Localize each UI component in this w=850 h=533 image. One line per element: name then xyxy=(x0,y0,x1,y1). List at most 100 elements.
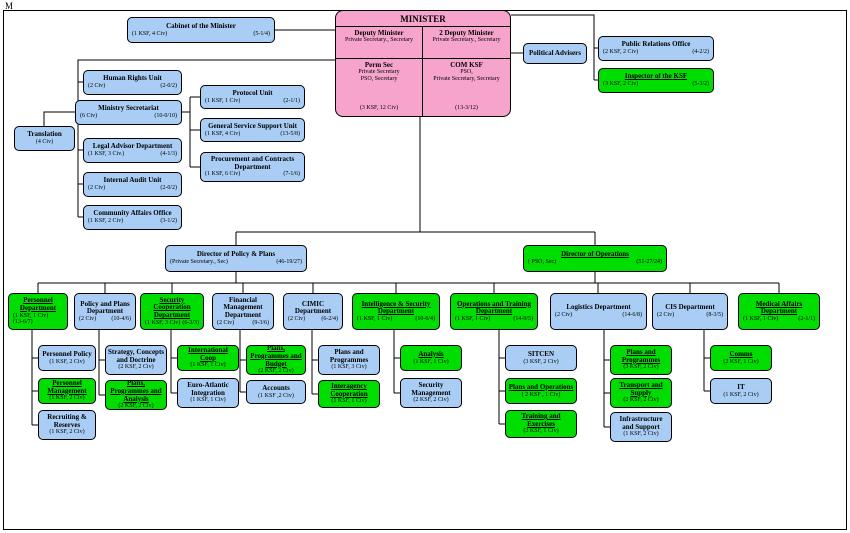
node-cimic-plans[interactable]: Plans and Programmes(1 KSF, 3 Civ) xyxy=(318,345,380,375)
perm-sec-cell[interactable]: Perm Sec Private Secretary PSO, Secretar… xyxy=(336,59,423,116)
node-strategy-doctrine[interactable]: Strategy, Concepts and Doctrine(2 KSF, 2… xyxy=(105,345,167,375)
staff-count: ( 2 KSF , 1 Civ) xyxy=(521,391,561,398)
node-human-rights[interactable]: Human Rights Unit(2 Civ)(2-0/2) xyxy=(83,70,182,95)
minister-grid: Deputy Minister Private Secretary., Secr… xyxy=(336,26,510,116)
com-ksf-staff-1: PSO, xyxy=(460,69,473,76)
node-title: Personnel Policy xyxy=(42,349,92,358)
node-comms[interactable]: Comms(2 KSF, 1 Civ) xyxy=(710,345,772,371)
node-plans-budget[interactable]: Plans, Programmes and Budget(2 KSF, 2 Ci… xyxy=(246,345,306,375)
corner-label: M xyxy=(5,1,14,11)
connector-intel-children xyxy=(393,330,400,394)
staff-count: (2 KSF, 2 Civ) xyxy=(603,49,639,56)
node-cabinet[interactable]: Cabinet of the Minister(1 KSF, 4 Civ)(5-… xyxy=(127,17,275,43)
node-staffing-line: (1 KSF, 1 Civ) xyxy=(180,397,236,404)
staff-count: (1 KSF, 4 Civ) xyxy=(132,30,168,37)
node-sitcen[interactable]: SITCEN(3 KSF, 2 Civ) xyxy=(505,345,577,371)
node-title: Inspector of the KSF xyxy=(624,72,688,81)
node-dept-intel[interactable]: Intelligence & Security Department(1 KSF… xyxy=(352,293,440,330)
node-dept-cimic[interactable]: CIMIC Department(2 Civ)(6-2/4) xyxy=(283,293,343,330)
staff-count: (1 KSF, 1 Civ) xyxy=(455,315,491,322)
node-staffing-line: (1 KSF, 3 Civ) xyxy=(321,364,377,371)
position-ratio: (8-3/5) xyxy=(706,312,723,319)
node-inspector[interactable]: Inspector of the KSF(3 KSF, 2 Civ)(5-3/2… xyxy=(598,68,714,93)
position-ratio: (7-1/6) xyxy=(283,171,300,178)
node-ministry-secretariat[interactable]: Ministry Secretariat(6 Civ)(10-0/10) xyxy=(75,100,182,125)
node-staffing-line: ( PSO, Sec)(51-27/24) xyxy=(526,259,664,266)
node-internal-audit[interactable]: Internal Audit Unit(2 Civ)(2-0/2) xyxy=(83,172,182,197)
node-dept-financial[interactable]: Financial Management Department(2 Civ)(9… xyxy=(212,293,274,330)
node-title: Security Cooperation Department xyxy=(153,295,191,320)
node-title: Plans, Programmes and Budget xyxy=(250,345,302,368)
node-staffing-line: (4 Civ) xyxy=(17,139,72,146)
connector-policy-plans-children xyxy=(98,330,105,396)
node-security-mgmt[interactable]: Security Management(2 KSF, 2 Civ) xyxy=(400,378,462,408)
node-title: Analysis xyxy=(418,349,444,358)
node-intl-coop[interactable]: International Coop(1 KSF, 1 Civ) xyxy=(177,345,239,371)
staff-count: (2 Civ) xyxy=(88,83,106,90)
node-plans-ops[interactable]: Plans and Operations( 2 KSF , 1 Civ) xyxy=(505,378,577,404)
node-staffing-line: (1 KSF, 1 Civ) xyxy=(403,359,459,366)
node-dept-security-coop[interactable]: Security Cooperation Department(1 KSF, 3… xyxy=(140,293,204,330)
staff-count: (1 KSF ,2 Civ) xyxy=(258,392,294,399)
position-ratio: (2-0/2) xyxy=(160,185,177,192)
node-legal-advisor[interactable]: Legal Advisor Department(1 KSF, 3 Civ.)(… xyxy=(83,138,182,163)
node-personnel-policy[interactable]: Personnel Policy(1 KSF, 2 Civ) xyxy=(38,345,96,371)
node-title: CIMIC Department xyxy=(294,299,332,316)
node-title: Ministry Secretariat xyxy=(98,104,159,113)
connector-cis-children xyxy=(703,330,710,392)
node-it[interactable]: IT(1 KSF, 2 Civ) xyxy=(710,378,772,404)
staff-count: (2 Civ) xyxy=(657,312,675,319)
node-accounts[interactable]: Accounts(1 KSF ,2 Civ) xyxy=(246,380,306,404)
node-public-relations[interactable]: Public Relations Office(2 KSF, 2 Civ)(4-… xyxy=(598,36,714,61)
node-general-service[interactable]: General Service Support Unit(1 KSF, 4 Ci… xyxy=(200,118,305,142)
node-staffing-line: (Private Secretary., Sec)(46-19/27) xyxy=(168,259,304,266)
connector-left-staff-column xyxy=(77,59,335,218)
node-interagency[interactable]: Interagency Cooperation(1 KSF, 1 Civ) xyxy=(318,380,380,408)
node-analysis[interactable]: Analysis(1 KSF, 1 Civ) xyxy=(400,345,462,371)
node-dept-medical[interactable]: Medical Affairs Department(1 KSF, 1 Civ)… xyxy=(738,293,820,330)
node-dept-ops-training[interactable]: Operations and Training Department(1 KSF… xyxy=(450,293,538,330)
node-training-ex[interactable]: Training and Exercises(3 KSF, 1 Civ) xyxy=(505,410,577,438)
node-recruiting[interactable]: Recruiting & Reserves(1 KSF, 2 Civ) xyxy=(38,410,96,440)
node-staffing-line: (1 KSF, 2 Civ) xyxy=(41,429,93,436)
node-title: Community Affairs Office xyxy=(93,209,172,218)
node-political-advisers[interactable]: Political Advisers xyxy=(523,43,587,64)
node-euro-atlantic[interactable]: Euro-Atlantic Integration(1 KSF, 1 Civ) xyxy=(177,378,239,408)
node-community-affairs[interactable]: Community Affairs Office(1 KSF, 2 Civ)(3… xyxy=(83,205,182,230)
deputy-minister-1-cell[interactable]: Deputy Minister Private Secretary., Secr… xyxy=(336,27,423,59)
connector-logistics-children xyxy=(603,330,610,428)
node-dir-policy[interactable]: Director of Policy & Plans(Private Secre… xyxy=(165,245,307,272)
deputy-minister-2-cell[interactable]: 2 Deputy Minister Private Secretary., Se… xyxy=(423,27,510,59)
staff-count: (1 KSF, 2 Civ) xyxy=(723,391,759,398)
node-title: Financial Management Department xyxy=(223,295,263,320)
node-staffing-line: (1 KSF, 1 Civ) xyxy=(180,362,236,369)
node-infrastructure[interactable]: Infrastructure and Support(1 KSF, 2 Civ) xyxy=(610,412,672,442)
node-translation[interactable]: Translation(4 Civ) xyxy=(14,126,75,151)
node-staffing-line: (1 KSF, 3 Civ.)(4-1/3) xyxy=(86,151,179,158)
minister-title: MINISTER xyxy=(400,14,446,24)
node-staffing-line: (3 KSF, 2 Civ) xyxy=(508,359,574,366)
node-dept-policy-plans[interactable]: Policy and Plans Department(2 Civ)(10-4/… xyxy=(74,293,136,330)
node-title: Euro-Atlantic Integration xyxy=(187,381,229,397)
node-personnel-mgmt[interactable]: Personnel Management(1 KSF, 2 Civ) xyxy=(38,378,96,404)
node-dept-logistics[interactable]: Logistics Department(2 Civ)(14-6/8) xyxy=(550,293,647,330)
node-title: Interagency Cooperation xyxy=(330,382,368,398)
staff-count: (2 Civ) xyxy=(217,319,235,326)
node-dir-operations[interactable]: Director of Operations( PSO, Sec)(51-27/… xyxy=(523,245,667,272)
node-protocol[interactable]: Protocol Unit(1 KSF, 1 Civ)(2-1/1) xyxy=(200,85,305,109)
position-ratio: (46-19/27) xyxy=(276,259,302,266)
minister-box[interactable]: MINISTER Deputy Minister Private Secreta… xyxy=(335,10,511,117)
node-title: Director of Policy & Plans xyxy=(196,250,276,259)
node-staffing-line: (1 KSF, 2 Civ) xyxy=(41,395,93,402)
staff-count: (1 KSF, 1 Civ) xyxy=(357,315,393,322)
node-dept-personnel[interactable]: Personnel Department(1 KSF, 1 Civ)(13-6/… xyxy=(8,293,68,330)
node-transport[interactable]: Transport and Supply(2 KSF, 2 Civ) xyxy=(610,378,672,408)
node-log-plans[interactable]: Plans and Programmes(3 KSF, 2 Civ) xyxy=(610,345,672,375)
node-procurement[interactable]: Procurement and Contracts Department(1 K… xyxy=(200,152,305,182)
position-ratio: (14-9/5) xyxy=(513,315,533,322)
node-dept-cis[interactable]: CIS Department(2 Civ)(8-3/5) xyxy=(652,293,728,330)
node-plans-analysis[interactable]: Plans, Programmes and Analysis(2 KSF, 2 … xyxy=(105,380,167,410)
position-ratio: (5-3/2) xyxy=(692,81,709,88)
com-ksf-cell[interactable]: COM KSF PSO, Private Secretary, Secretar… xyxy=(423,59,510,116)
